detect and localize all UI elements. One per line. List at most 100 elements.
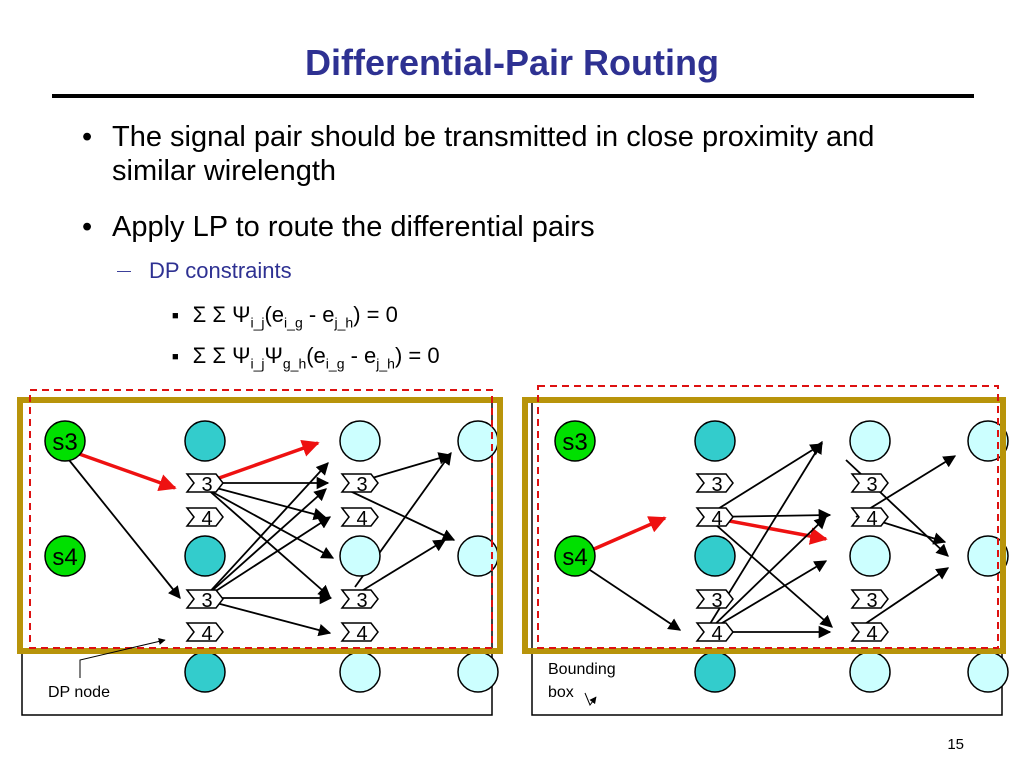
source-label: s4 bbox=[52, 544, 77, 571]
formula-subscript: g_h bbox=[282, 355, 307, 372]
dp-circle-node bbox=[184, 535, 226, 577]
dp-node-label: 4 bbox=[201, 508, 212, 530]
dp-node bbox=[340, 589, 379, 609]
dashed-region bbox=[29, 389, 493, 649]
dp-node-label: 3 bbox=[356, 590, 367, 612]
formula-text: (e bbox=[306, 343, 326, 368]
dp-node bbox=[850, 473, 889, 493]
grid-node bbox=[849, 651, 891, 693]
formula-text: ) = 0 bbox=[394, 343, 440, 368]
dashed-region bbox=[537, 385, 999, 649]
routing-edge bbox=[349, 490, 456, 541]
routing-edge bbox=[204, 484, 327, 521]
formula-subscript: j_h bbox=[376, 355, 395, 372]
source-node-s3 bbox=[554, 420, 596, 462]
sub-bullet: —DP constraints bbox=[117, 258, 292, 284]
slide-title: Differential-Pair Routing bbox=[304, 42, 720, 83]
dp-circle-node bbox=[184, 420, 226, 462]
dp-node bbox=[185, 589, 224, 609]
grid-node bbox=[849, 535, 891, 577]
formula-text: ) = 0 bbox=[353, 302, 398, 327]
formula-subscript: j_h bbox=[334, 314, 354, 331]
routing-edge bbox=[204, 599, 332, 637]
panel-frame bbox=[21, 399, 493, 716]
formula-text: (e bbox=[264, 302, 285, 327]
routing-edge bbox=[577, 561, 682, 631]
formula-subscript: i_g bbox=[325, 355, 345, 372]
dp-node-label: 3 bbox=[711, 590, 722, 612]
dp-node bbox=[185, 622, 224, 642]
source-node-s4 bbox=[44, 535, 86, 577]
page-number: 15 bbox=[947, 736, 964, 753]
routing-edge bbox=[855, 455, 957, 518]
source-label: s3 bbox=[52, 429, 77, 456]
formula-text: Σ Σ Ψ bbox=[192, 343, 251, 368]
grid-node bbox=[967, 651, 1009, 693]
dp-circle-node bbox=[694, 420, 736, 462]
dp-node bbox=[850, 589, 889, 609]
dp-node-label: 4 bbox=[711, 623, 722, 645]
dp-node bbox=[695, 507, 734, 527]
dp-node bbox=[185, 507, 224, 527]
formula-subscript: i_j bbox=[250, 355, 265, 372]
callout-pointer bbox=[584, 692, 597, 706]
callout-pointer bbox=[79, 638, 166, 678]
formula-text: Σ Σ Ψ bbox=[192, 302, 251, 327]
dp-circle-node bbox=[694, 651, 736, 693]
dp-node-label: 3 bbox=[356, 474, 367, 496]
dp-node bbox=[850, 622, 889, 642]
sub-bullet-text: DP constraints bbox=[149, 258, 292, 283]
formula-subscript: i_j bbox=[250, 314, 265, 331]
source-label: s4 bbox=[562, 544, 587, 571]
square-bullet-icon: ■ bbox=[172, 310, 179, 322]
dp-node bbox=[695, 589, 734, 609]
routing-edge bbox=[204, 488, 327, 598]
bullet-dot-icon: • bbox=[82, 121, 93, 153]
formula-subscript: i_g bbox=[284, 314, 303, 331]
routing-edge bbox=[64, 454, 181, 599]
dp-node bbox=[340, 622, 379, 642]
routing-edge bbox=[706, 516, 827, 633]
formula-text: - e bbox=[344, 343, 377, 368]
dp-node-label: 4 bbox=[356, 623, 367, 645]
dp-node-label: 3 bbox=[866, 474, 877, 496]
routing-edge bbox=[204, 462, 329, 598]
bullet-text: The signal pair should be transmitted in… bbox=[112, 121, 875, 187]
bullet-text: Apply LP to route the differential pairs bbox=[112, 211, 595, 243]
grid-node bbox=[457, 651, 499, 693]
dp-node-label: 4 bbox=[356, 508, 367, 530]
dp-node-label: 4 bbox=[866, 508, 877, 530]
dp-node bbox=[695, 473, 734, 493]
grid-node bbox=[339, 420, 381, 462]
routing-edge bbox=[704, 443, 824, 518]
dp-node-label: 3 bbox=[866, 590, 877, 612]
highlight-edge bbox=[204, 440, 320, 485]
formula-text: Ψ bbox=[264, 343, 283, 368]
dp-node bbox=[340, 473, 379, 493]
callout-bounding-box: box bbox=[548, 684, 574, 701]
dp-node bbox=[695, 622, 734, 642]
dp-node-label: 4 bbox=[711, 508, 722, 530]
routing-edge bbox=[855, 567, 950, 631]
dp-node-label: 4 bbox=[201, 623, 212, 645]
highlight-edge bbox=[67, 448, 177, 491]
routing-edge bbox=[204, 516, 332, 599]
dp-circle-node bbox=[694, 535, 736, 577]
square-bullet-icon: ■ bbox=[172, 351, 179, 363]
grid-node bbox=[849, 420, 891, 462]
dp-node bbox=[340, 507, 379, 527]
dp-node bbox=[850, 507, 889, 527]
grid-node bbox=[339, 535, 381, 577]
bullet-dot-icon: • bbox=[82, 211, 93, 243]
constraint-1: ■Σ Σ Ψi_j(ei_g - ej_h) = 0 bbox=[172, 302, 398, 330]
dp-node-label: 3 bbox=[711, 474, 722, 496]
routing-edge bbox=[204, 487, 335, 559]
dp-node-label: 3 bbox=[201, 474, 212, 496]
source-node-s4 bbox=[554, 535, 596, 577]
dp-node bbox=[185, 473, 224, 493]
source-label: s3 bbox=[562, 429, 587, 456]
title-divider bbox=[52, 94, 974, 98]
callout-dp-node: DP node bbox=[48, 684, 110, 701]
